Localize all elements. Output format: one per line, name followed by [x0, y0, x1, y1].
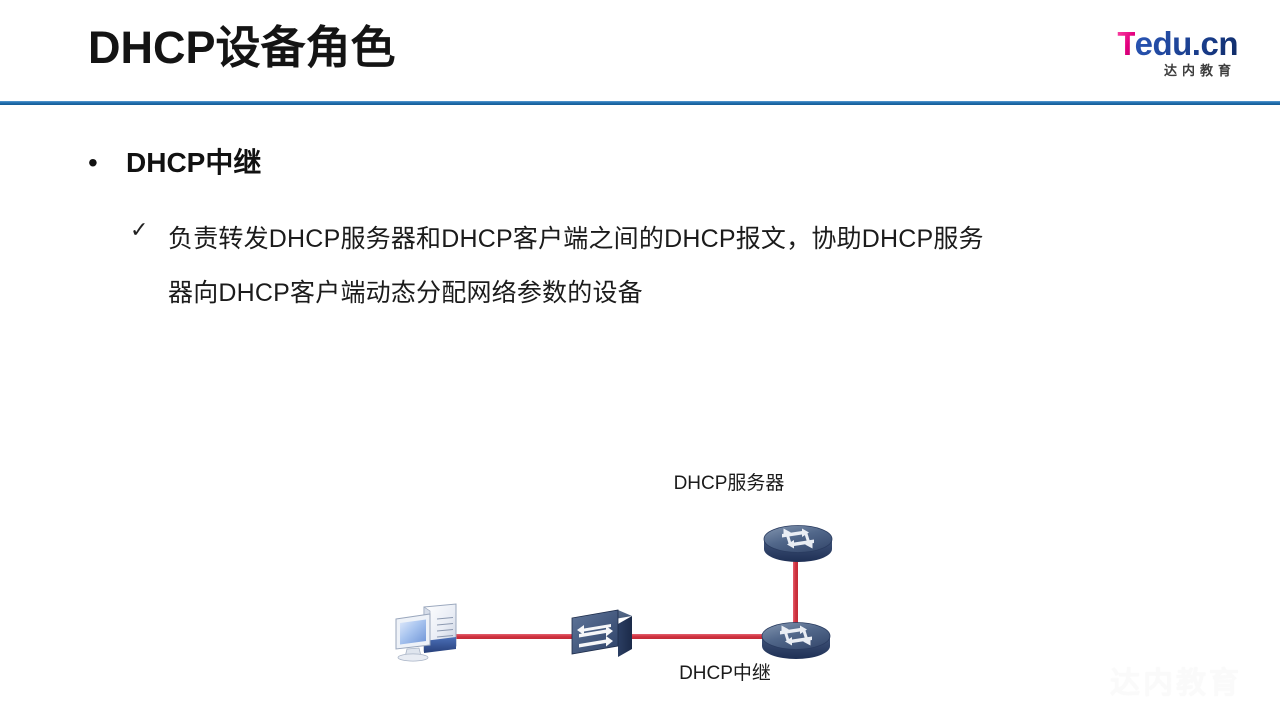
page-title: DHCP设备角色 [88, 22, 396, 73]
check-mark-icon: ✓ [130, 217, 149, 242]
logo-subtitle: 达内教育 [1163, 63, 1236, 78]
brand-logo: Tedu.cn 达内教育 [1062, 26, 1238, 86]
switch-icon [571, 609, 632, 657]
link-switch-to-relay [618, 634, 770, 639]
bullet-level2-line: 器向DHCP客户端动态分配网络参数的设备 [168, 279, 643, 307]
logo-wordmark: Tedu.cn [1062, 26, 1238, 62]
link-relay-to-server [793, 542, 798, 640]
link-pc-to-switch [432, 634, 580, 639]
node-switch [566, 604, 636, 666]
node-pc-client [390, 599, 466, 665]
bullet-dot-icon: • [88, 147, 98, 178]
desktop-pc-icon [395, 603, 457, 662]
router-icon [763, 525, 833, 562]
bullet-level2-line: 负责转发DHCP服务器和DHCP客户端之间的DHCP报文，协助DHCP服务 [168, 225, 984, 253]
bullet-level2: ✓ 负责转发DHCP服务器和DHCP客户端之间的DHCP报文，协助DHCP服务 … [130, 212, 1200, 320]
bullet-level1-label: DHCP中继 [126, 147, 262, 178]
header-divider [0, 101, 1280, 105]
bullet-level2-body: 负责转发DHCP服务器和DHCP客户端之间的DHCP报文，协助DHCP服务 器向… [168, 212, 1200, 320]
diagram-label-relay: DHCP中继 [679, 663, 771, 684]
logo-initial: T [1117, 25, 1135, 62]
watermark: 达内教育 [1110, 667, 1242, 700]
node-relay-router [756, 604, 836, 668]
diagram-label-server: DHCP服务器 [673, 473, 785, 494]
router-icon [761, 622, 831, 659]
slide-content: • DHCP中继 ✓ 负责转发DHCP服务器和DHCP客户端之间的DHCP报文，… [0, 104, 1280, 720]
slide-header: DHCP设备角色 Tedu.cn 达内教育 [0, 0, 1280, 105]
network-diagram: DHCP服务器 DHCP中继 [360, 359, 920, 699]
bullet-level1: • DHCP中继 [88, 146, 261, 180]
node-server-router [758, 507, 838, 571]
logo-rest: edu.cn [1134, 25, 1239, 62]
